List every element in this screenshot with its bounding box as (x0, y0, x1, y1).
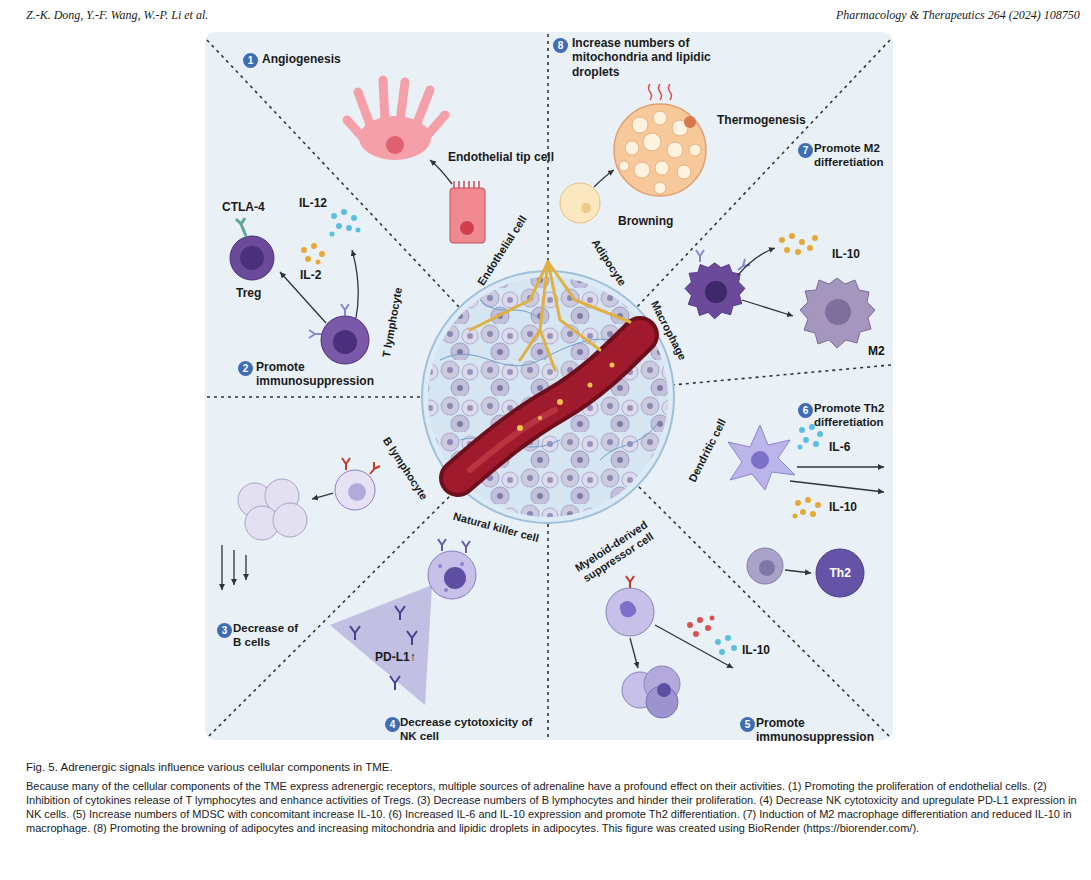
cytokine-label: IL-12 (299, 196, 327, 210)
process-label: Browning (618, 214, 673, 228)
panel-heading: Promote immunosuppression (756, 716, 881, 745)
running-header: Pharmacology & Therapeutics 264 (2024) 1… (836, 8, 1080, 22)
cell-label: Thermogenesis (717, 113, 806, 127)
panel-heading: Angiogenesis (262, 52, 341, 66)
m2-macrophage: M2 (795, 272, 887, 360)
panel-heading: Decrease cytotoxicity of NK cell (400, 716, 535, 744)
receptor-label: CTLA-4 (222, 200, 265, 214)
cell-label: Endothelial tip cell (448, 150, 554, 164)
figure-caption: Fig. 5. Adrenergic signals influence var… (26, 761, 393, 775)
callout-number: 3 (217, 623, 232, 638)
cytokine-label: IL-10 (829, 500, 857, 514)
panel-heading: Decrease of B cells (233, 622, 305, 650)
panel-heading: Increase numbers of mitochondria and lip… (572, 36, 712, 79)
panel-heading: Promote Th2 differetiation (814, 402, 892, 430)
cytokine-label: IL-10 (742, 643, 770, 657)
marker-label: PD-L1↑ (375, 650, 416, 664)
th2-cell: Th2 (815, 548, 865, 598)
callout-number: 4 (385, 717, 400, 732)
callout-number: 1 (243, 53, 258, 68)
callout-number: 6 (798, 403, 813, 418)
node-label: M2 (868, 344, 885, 358)
cytokine-label: IL-6 (829, 440, 850, 454)
caption-body: Because many of the cellular components … (26, 779, 1084, 835)
cytokine-label: IL-10 (832, 247, 860, 261)
callout-number: 8 (553, 38, 568, 53)
running-header: Z.-K. Dong, Y.-F. Wang, W.-P. Li et al. (26, 8, 208, 22)
panel-heading: Promote M2 differetiation (814, 142, 892, 170)
callout-number: 5 (740, 717, 755, 732)
cytokine-label: IL-2 (300, 268, 321, 282)
panel-heading: Promote immunosuppression (256, 360, 374, 389)
cell-label: Treg (236, 286, 261, 300)
callout-number: 2 (238, 361, 253, 376)
callout-number: 7 (798, 143, 813, 158)
node-label: Th2 (830, 566, 851, 580)
